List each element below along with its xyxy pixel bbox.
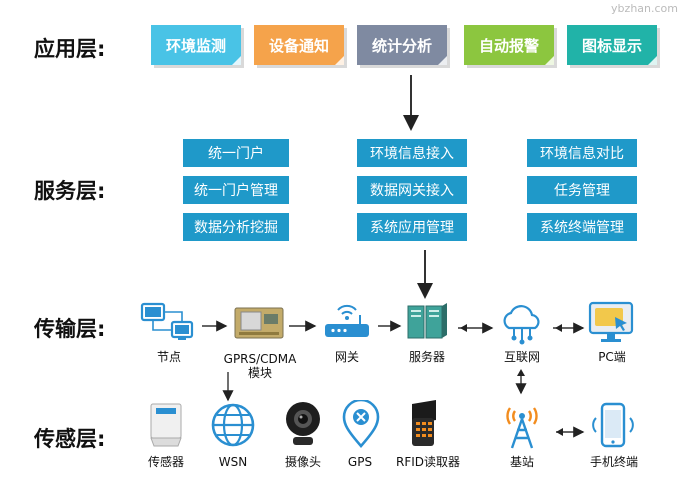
app-button-auto-alarm[interactable]: 自动报警 [464, 25, 554, 65]
gps-label: GPS [347, 455, 373, 469]
service-env-info-access: 环境信息接入 [357, 139, 467, 167]
service-portal-management: 统一门户管理 [183, 176, 289, 204]
service-terminal-management: 系统终端管理 [527, 213, 637, 241]
node-icon [140, 302, 194, 340]
camera-label: 摄像头 [284, 455, 321, 469]
gateway-router-icon [325, 304, 369, 337]
service-layer-label: 服务层: [34, 179, 106, 203]
server-icon [407, 303, 447, 339]
service-gateway-access: 数据网关接入 [357, 176, 467, 204]
app-button-statistics[interactable]: 统计分析 [357, 25, 447, 65]
sensor-device-icon [150, 403, 182, 447]
app-button-device-notice[interactable]: 设备通知 [254, 25, 344, 65]
gprs-module-icon [234, 307, 284, 339]
pc-monitor-icon [588, 301, 634, 342]
base-station-tower-icon [506, 407, 538, 449]
wsn-label: WSN [218, 455, 248, 469]
transport-layer-label: 传输层: [34, 317, 106, 341]
app-button-env-monitor[interactable]: 环境监测 [151, 25, 241, 65]
internet-label: 互联网 [503, 350, 540, 364]
service-env-info-compare: 环境信息对比 [527, 139, 637, 167]
camera-icon [286, 402, 320, 445]
rfid-reader-icon [412, 400, 436, 446]
mobile-phone-icon [592, 402, 634, 448]
application-layer-label: 应用层: [34, 37, 106, 61]
rfid-label: RFID读取器 [395, 455, 461, 469]
wsn-globe-icon [211, 403, 255, 447]
service-unified-portal: 统一门户 [183, 139, 289, 167]
base-station-label: 基站 [509, 455, 534, 469]
service-task-management: 任务管理 [527, 176, 637, 204]
service-system-app-management: 系统应用管理 [357, 213, 467, 241]
phone-label: 手机终端 [589, 455, 638, 469]
gps-pin-icon [342, 400, 380, 448]
watermark: ybzhan.com [611, 2, 678, 15]
service-data-mining: 数据分析挖掘 [183, 213, 289, 241]
gprs-label-line1: GPRS/CDMA [223, 352, 297, 366]
gprs-label-line2: 模块 [247, 366, 272, 380]
sensing-layer-label: 传感层: [34, 427, 106, 451]
app-button-chart-display[interactable]: 图标显示 [567, 25, 657, 65]
pc-label: PC端 [598, 350, 626, 364]
gateway-label: 网关 [334, 350, 359, 364]
sensor-label: 传感器 [147, 455, 184, 469]
node-label: 节点 [156, 350, 181, 364]
server-label: 服务器 [408, 350, 445, 364]
internet-cloud-icon [503, 305, 540, 345]
